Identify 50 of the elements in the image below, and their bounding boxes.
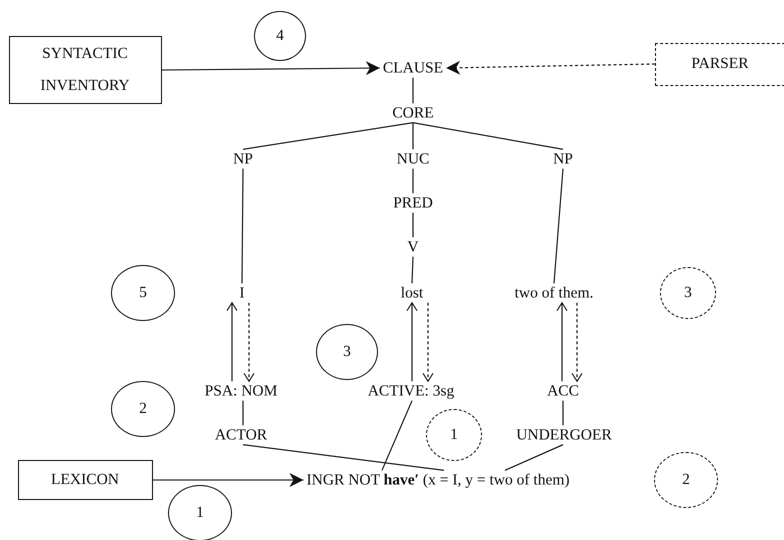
arrow [422,302,434,382]
role-label: UNDERGOER [513,425,615,445]
lexicon-box: LEXICON [18,460,152,500]
arrow [406,302,418,382]
connector-line [411,256,414,284]
arrow [572,302,582,382]
connector-line [412,122,414,150]
case-label: ACTIVE: 3sg [364,381,458,401]
connector-line [553,168,564,284]
arrow [226,302,238,382]
connector-line [412,212,414,238]
inventory-box: SYNTACTIC INVENTORY [8,36,162,104]
role-label: ACTOR [212,425,270,445]
number-circle: 2 [111,381,175,437]
tree-label: NP [230,149,256,169]
number-circle: 1 [168,485,232,540]
connector-line [242,444,444,471]
connector-line [412,78,414,104]
arrow [152,473,304,487]
arrow [162,61,380,76]
connector-line [382,400,412,471]
number-circle: 3 [660,267,716,319]
logical-structure: INGR NOT have′ (x = I, y = two of them) [303,470,573,490]
case-label: ACC [544,381,582,401]
arrow [556,302,568,382]
tree-label: NUC [394,149,432,169]
case-label: PSA: NOM [202,381,280,401]
connector-line [241,168,244,284]
number-circle: 2 [654,452,718,508]
tree-label: CORE [389,103,437,123]
connector-line [562,400,564,426]
connector-line [242,400,244,426]
arrow [244,302,254,382]
connector-line [412,122,564,150]
sentence-word: I [222,283,262,303]
number-circle: 4 [254,11,306,61]
tree-label: CLAUSE [380,58,446,78]
number-circle: 1 [426,409,482,461]
sentence-word: lost [389,283,435,303]
sentence-word: two of them. [512,283,596,303]
number-circle: 5 [111,265,175,321]
parser-box: PARSER [655,42,784,86]
arrow [446,60,655,75]
tree-label: V [404,237,422,257]
connector-line [504,444,564,471]
number-circle: 3 [316,324,378,380]
tree-label: NP [550,149,576,169]
connector-line [242,122,414,150]
tree-label: PRED [390,193,436,213]
connector-line [412,168,414,194]
